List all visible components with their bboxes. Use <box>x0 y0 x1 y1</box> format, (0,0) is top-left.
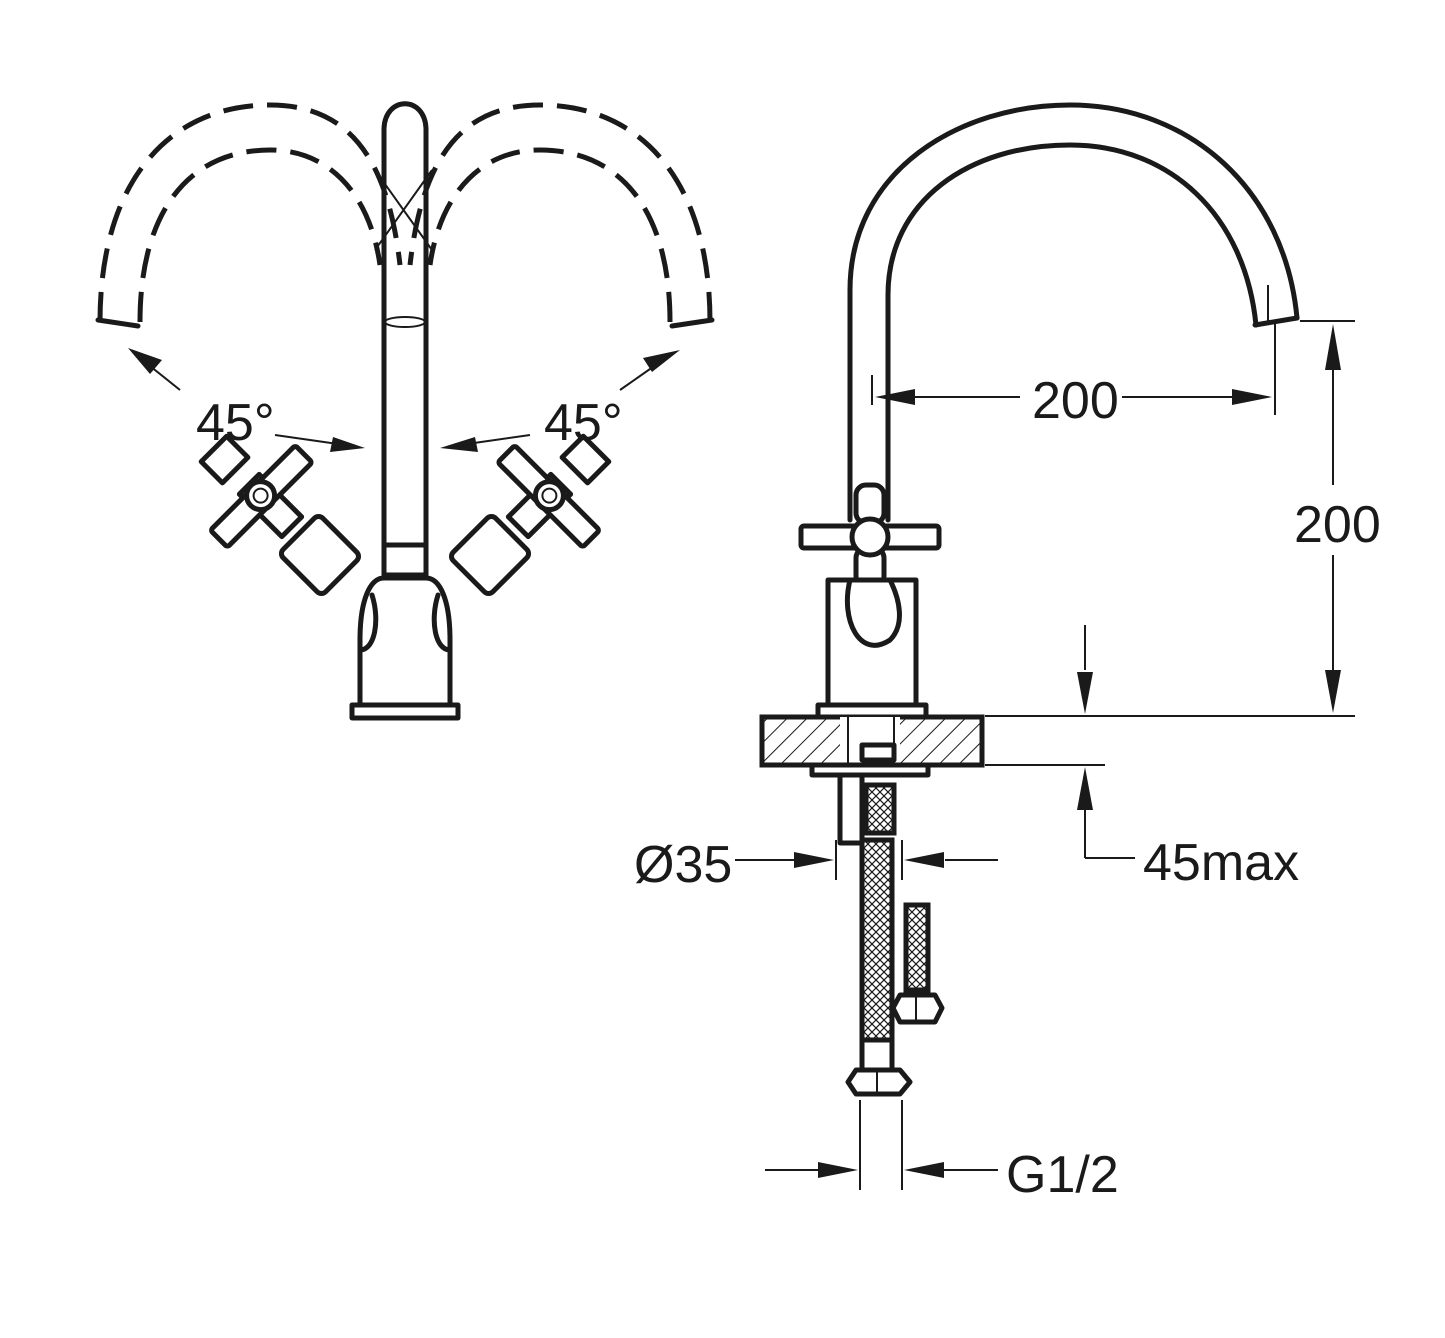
spout-column <box>374 101 433 578</box>
angle-label-right: 45° <box>544 394 623 452</box>
side-view: 200 200 45max <box>634 102 1381 1204</box>
mounting-and-hoses <box>837 742 945 1097</box>
deck-thickness-label: 45max <box>1143 834 1299 892</box>
body-curve-left <box>357 592 379 653</box>
angle-dimension-left: 45° <box>128 348 365 452</box>
cross-handle-right <box>448 433 612 597</box>
angle-label-left: 45° <box>196 394 275 452</box>
spout-swivel-left-ghost <box>95 102 403 329</box>
faucet-body <box>349 575 461 721</box>
dimension-thread: G1/2 <box>765 1100 1119 1204</box>
body-curve-right <box>431 592 453 653</box>
gooseneck-spout <box>847 102 1300 523</box>
faucet-body-side <box>815 577 929 720</box>
height-label: 200 <box>1294 496 1381 554</box>
cross-handle-side <box>798 482 942 589</box>
dimension-deck-thickness: 45max <box>985 625 1299 892</box>
cross-handle-left <box>198 433 362 597</box>
dimension-height: 200 <box>985 320 1381 717</box>
dimension-reach: 200 <box>871 320 1276 430</box>
angle-dimension-right: 45° <box>440 350 680 452</box>
thread-label: G1/2 <box>1006 1146 1119 1204</box>
spout-swivel-right-ghost <box>407 102 715 329</box>
diameter-label: Ø35 <box>634 836 732 894</box>
dimension-diameter: Ø35 <box>634 836 998 894</box>
reach-label: 200 <box>1032 372 1119 430</box>
front-view: 45° 45° <box>95 101 715 721</box>
